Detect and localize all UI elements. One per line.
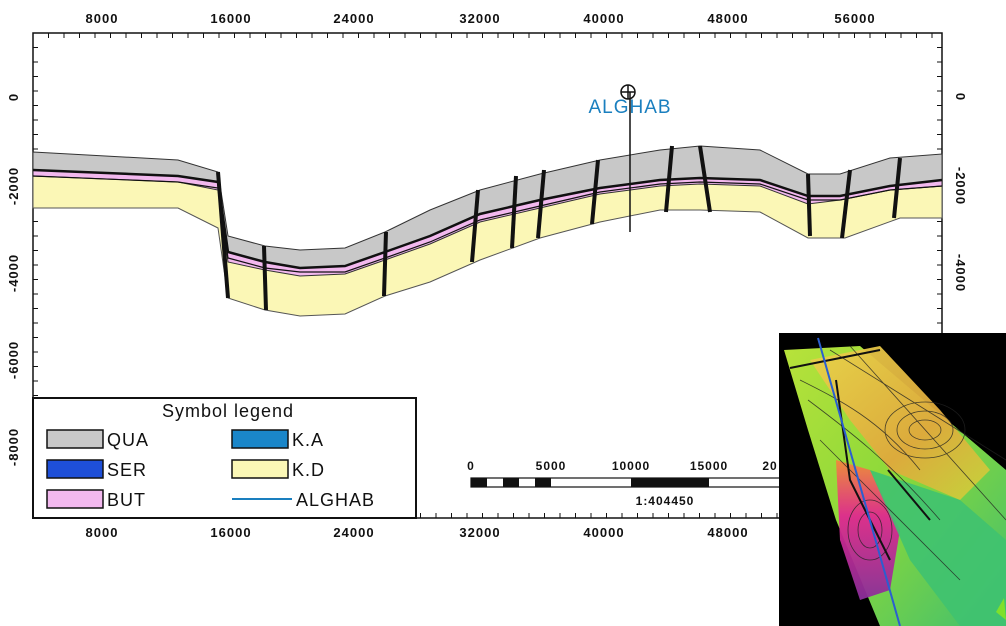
legend-swatch xyxy=(231,429,289,449)
legend-label: SER xyxy=(107,460,147,480)
well-label: ALGHAB xyxy=(588,97,671,118)
y-tick-right: -2000 xyxy=(953,167,968,205)
y-tick-left: -8000 xyxy=(6,428,21,466)
scale-label: 5000 xyxy=(536,459,567,473)
scale-label: 10000 xyxy=(612,459,650,473)
geologic-section xyxy=(32,145,943,317)
legend-label: BUT xyxy=(107,490,146,510)
x-tick-top: 8000 xyxy=(86,11,119,26)
y-tick-left: 0 xyxy=(6,93,21,101)
symbol-legend: Symbol legend QUA K.A SER K.D BUT ALGHAB xyxy=(32,397,417,519)
y-axis-right: 0 -2000 -4000 xyxy=(953,93,968,292)
y-tick-left: -2000 xyxy=(6,167,21,205)
scale-bar: 0 5000 10000 15000 20 1:404450 xyxy=(467,459,782,508)
legend-swatch xyxy=(46,429,104,449)
scale-ratio: 1:404450 xyxy=(636,494,695,508)
x-tick-bottom: 32000 xyxy=(459,525,500,540)
fault-lines xyxy=(216,145,902,311)
x-tick-top: 16000 xyxy=(210,11,251,26)
x-tick-bottom: 24000 xyxy=(333,525,374,540)
x-tick-top: 32000 xyxy=(459,11,500,26)
legend-label: QUA xyxy=(107,430,149,450)
legend-title: Symbol legend xyxy=(162,401,294,421)
legend-label: K.A xyxy=(292,430,324,450)
x-tick-bottom: 40000 xyxy=(583,525,624,540)
y-tick-left: -6000 xyxy=(6,341,21,379)
x-tick-bottom: 8000 xyxy=(86,525,119,540)
y-axis-left: 0 -2000 -4000 -6000 -8000 xyxy=(6,93,21,466)
y-tick-right: -4000 xyxy=(953,254,968,292)
x-tick-top: 24000 xyxy=(333,11,374,26)
well-alghab[interactable]: ALGHAB xyxy=(588,84,671,232)
y-tick-left: -4000 xyxy=(6,254,21,292)
legend-swatch xyxy=(46,459,104,479)
x-tick-bottom: 48000 xyxy=(707,525,748,540)
x-axis-bottom: 8000 16000 24000 32000 40000 48000 xyxy=(86,525,748,540)
inset-map xyxy=(779,333,1006,626)
x-tick-top: 56000 xyxy=(834,11,875,26)
scale-label: 20 xyxy=(762,459,777,473)
y-tick-right: 0 xyxy=(953,93,968,101)
x-tick-top: 40000 xyxy=(583,11,624,26)
x-tick-top: 48000 xyxy=(707,11,748,26)
x-axis-top: 8000 16000 24000 32000 40000 48000 56000 xyxy=(86,11,875,26)
legend-label: ALGHAB xyxy=(296,490,375,510)
legend-label: K.D xyxy=(292,460,325,480)
legend-swatch xyxy=(231,459,289,479)
scale-label: 15000 xyxy=(690,459,728,473)
x-tick-bottom: 16000 xyxy=(210,525,251,540)
scale-label: 0 xyxy=(467,459,475,473)
legend-swatch xyxy=(46,489,104,509)
